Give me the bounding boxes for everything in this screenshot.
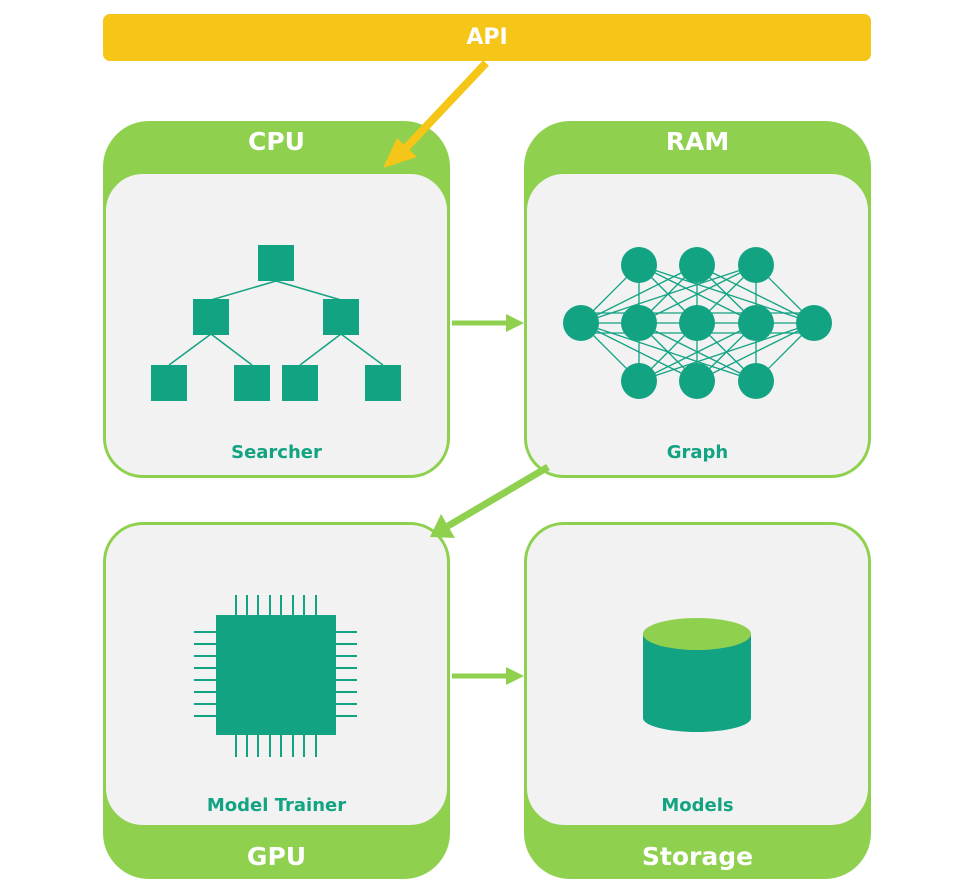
cpu-panel: Searcher (103, 171, 450, 478)
api-label: API (466, 25, 508, 50)
chip-icon (194, 595, 357, 757)
cpu-title: CPU (248, 127, 305, 156)
storage-label: Models (661, 795, 734, 816)
gpu-box: Model Trainer GPU (103, 522, 450, 879)
arrow-api-to-cpu (383, 60, 489, 168)
cpu-label: Searcher (231, 442, 322, 463)
arrow-gpu-to-storage (452, 667, 524, 685)
gpu-label: Model Trainer (206, 795, 347, 816)
cpu-box: CPU Searcher (103, 121, 450, 478)
database-cylinder-icon (643, 618, 751, 732)
tree-hierarchy-icon (151, 245, 401, 401)
arrow-ram-to-gpu (430, 463, 550, 538)
ram-title: RAM (665, 127, 730, 156)
gpu-title: GPU (246, 842, 307, 871)
arrow-cpu-to-ram (452, 314, 524, 332)
storage-title: Storage (641, 842, 754, 871)
api-bar: API (103, 14, 871, 61)
ram-label: Graph (666, 442, 729, 463)
neural-network-icon (563, 247, 832, 399)
